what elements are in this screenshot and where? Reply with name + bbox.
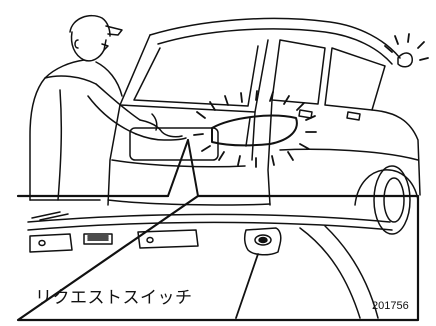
- figure-number: 201756: [372, 300, 409, 312]
- person: [29, 14, 187, 201]
- request-switch-label: リクエストスイッチ: [35, 288, 193, 308]
- car-body: [107, 17, 421, 235]
- mirror-flash-rays: [384, 33, 429, 61]
- inset-frame: [16, 194, 420, 322]
- inset-tailgate-detail: [27, 211, 393, 319]
- flash-rays: [193, 90, 317, 168]
- tail-light: [211, 114, 298, 147]
- callout-pointer: [167, 139, 199, 197]
